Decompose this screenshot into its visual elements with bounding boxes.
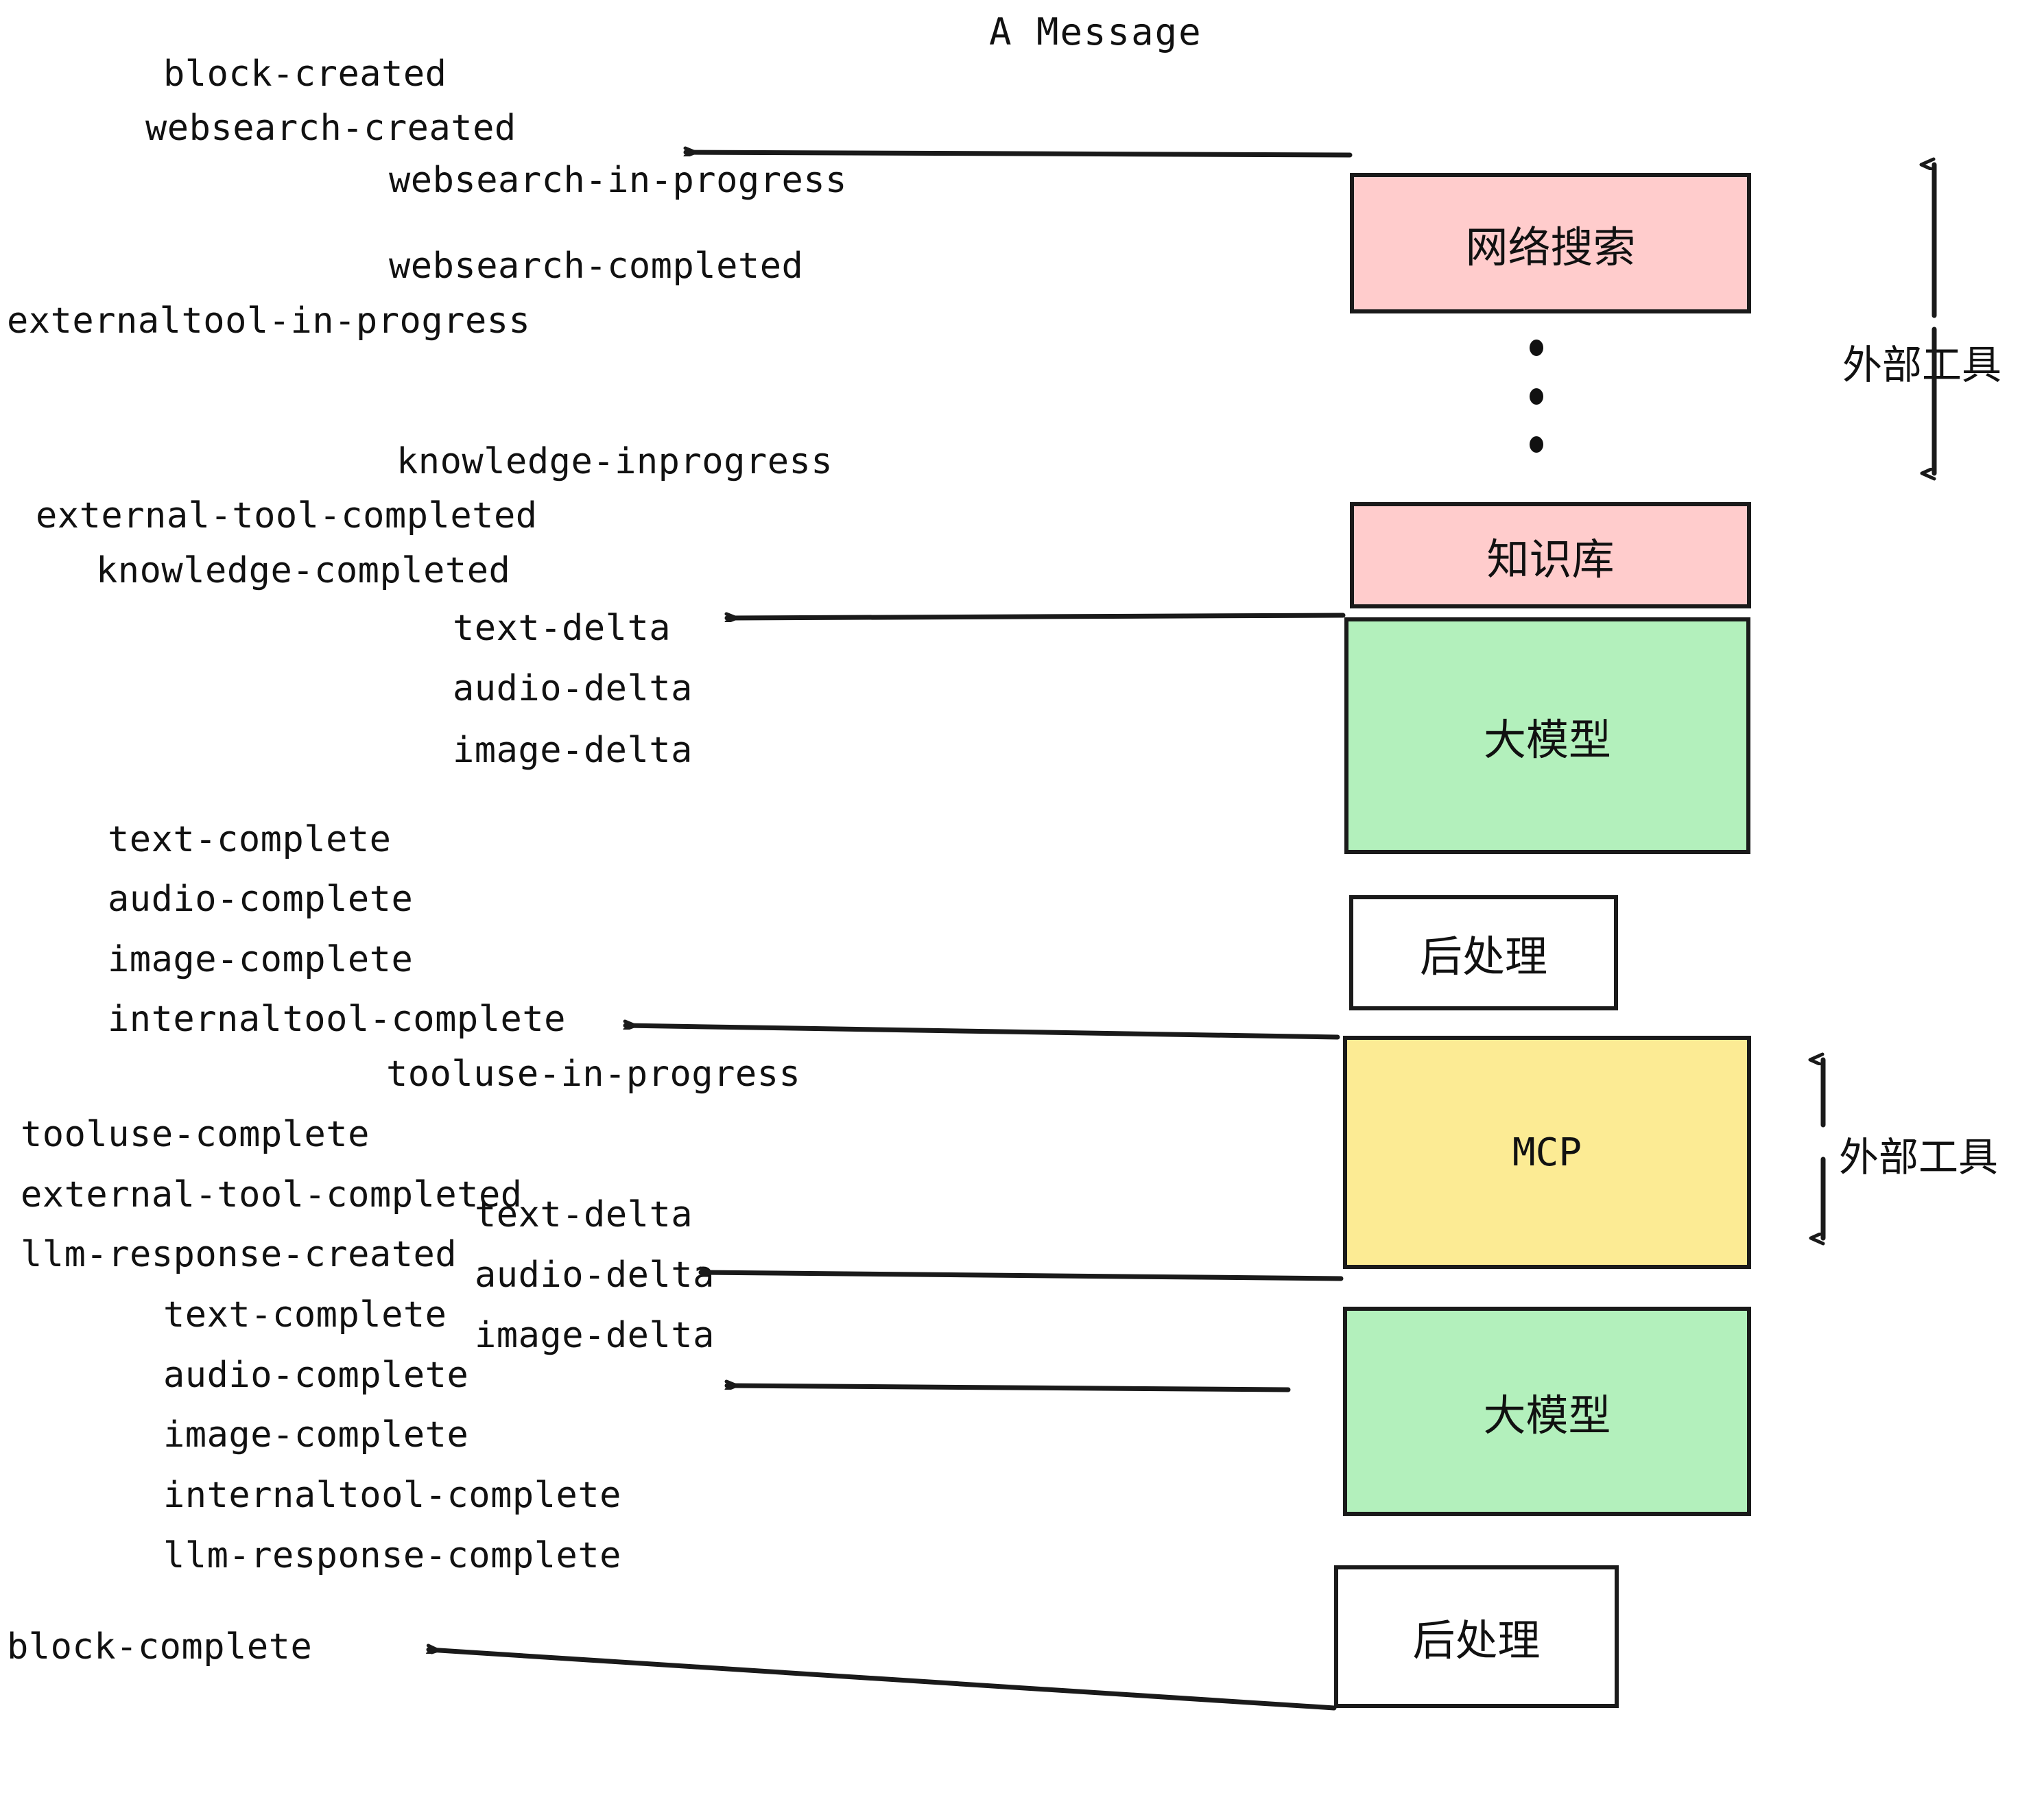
event-label-audio-delta-2: audio-delta <box>475 1255 715 1296</box>
node-postprocess-2[interactable]: 后处理 <box>1334 1565 1619 1708</box>
vertical-ellipsis-icon <box>1528 340 1545 453</box>
node-postprocess-2-label: 后处理 <box>1412 1615 1541 1665</box>
event-label-websearch-in-progress: websearch-in-progress <box>389 160 847 201</box>
event-label-internaltool-complete-2: internaltool-complete <box>163 1475 621 1516</box>
event-label-audio-delta-1: audio-delta <box>453 668 693 709</box>
node-mcp-label: MCP <box>1512 1130 1582 1175</box>
node-websearch[interactable]: 网络搜索 <box>1350 173 1751 313</box>
event-label-llm-response-created: llm-response-created <box>21 1234 457 1275</box>
arrow-audio-complete <box>727 1386 1291 1392</box>
event-label-text-complete-1: text-complete <box>108 819 392 860</box>
side-label-external-tools-bottom: 外部工具 <box>1839 1134 1999 1180</box>
event-label-tooluse-complete: tooluse-complete <box>21 1114 370 1155</box>
event-label-image-delta-2: image-delta <box>475 1315 715 1356</box>
node-postprocess-1-label: 后处理 <box>1419 931 1547 982</box>
node-mcp[interactable]: MCP <box>1343 1036 1751 1269</box>
event-label-block-complete: block-complete <box>7 1626 313 1667</box>
event-label-websearch-completed: websearch-completed <box>389 246 804 287</box>
event-label-image-delta-1: image-delta <box>453 730 693 771</box>
event-label-externaltool-in-progress: externaltool-in-progress <box>7 300 531 342</box>
event-label-block-created: block-created <box>163 54 447 95</box>
arrow-knowledge-completed <box>727 615 1346 618</box>
event-label-llm-response-complete: llm-response-complete <box>163 1535 621 1576</box>
event-label-tooluse-in-progress: tooluse-in-progress <box>386 1054 801 1095</box>
event-label-image-complete-1: image-complete <box>108 939 414 980</box>
arrow-tooluse-complete <box>701 1272 1344 1281</box>
event-label-text-delta-2: text-delta <box>475 1194 693 1235</box>
event-label-audio-complete-2: audio-complete <box>163 1355 469 1396</box>
arrow-image-complete <box>626 1025 1340 1040</box>
page-title: A Message <box>989 10 1202 54</box>
side-label-external-tools-top: 外部工具 <box>1842 342 2002 388</box>
node-llm-1-label: 大模型 <box>1483 714 1611 765</box>
event-label-knowledge-completed: knowledge-completed <box>96 550 511 591</box>
event-label-websearch-created: websearch-created <box>145 108 516 149</box>
event-label-text-delta-1: text-delta <box>453 608 672 649</box>
event-label-image-complete-2: image-complete <box>163 1414 469 1456</box>
node-postprocess-1[interactable]: 后处理 <box>1349 895 1618 1010</box>
event-label-external-tool-completed-2: external-tool-completed <box>21 1174 523 1215</box>
event-label-text-complete-2: text-complete <box>163 1294 447 1336</box>
node-llm-2[interactable]: 大模型 <box>1343 1307 1751 1516</box>
event-label-knowledge-inprogress: knowledge-inprogress <box>396 441 833 482</box>
node-llm-1[interactable]: 大模型 <box>1344 617 1750 854</box>
event-label-audio-complete-1: audio-complete <box>108 879 414 920</box>
node-websearch-label: 网络搜索 <box>1465 222 1636 272</box>
node-knowledge-label: 知识库 <box>1486 534 1615 584</box>
arrow-block-complete <box>429 1650 1337 1711</box>
event-label-internaltool-complete-1: internaltool-complete <box>108 999 566 1040</box>
node-knowledge[interactable]: 知识库 <box>1350 502 1751 608</box>
node-llm-2-label: 大模型 <box>1483 1390 1611 1440</box>
arrow-block-created <box>686 152 1353 158</box>
event-label-external-tool-completed-1: external-tool-completed <box>36 495 538 536</box>
